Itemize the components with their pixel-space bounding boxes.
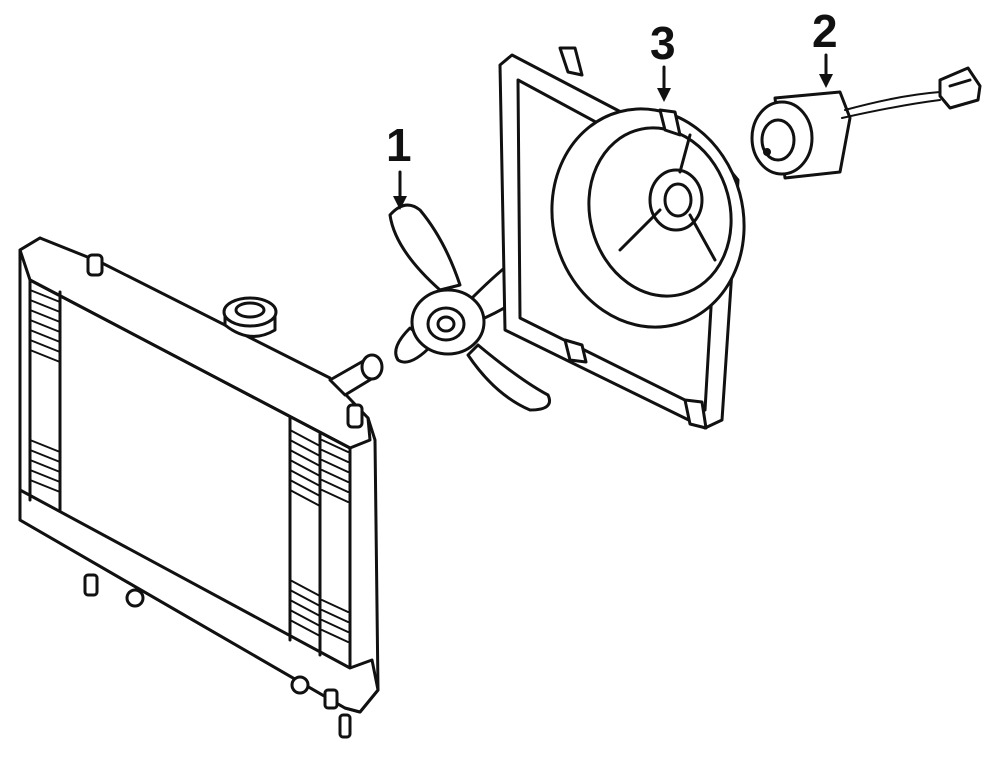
callout-arrows xyxy=(393,53,833,210)
callout-label-2: 2 xyxy=(812,5,838,57)
motor-connector xyxy=(938,66,982,110)
radiator-fins xyxy=(29,289,349,643)
radiator xyxy=(18,236,384,739)
upper-hose-outlet xyxy=(328,353,384,397)
callout-label-3: 3 xyxy=(650,17,676,69)
fan-motor xyxy=(750,66,982,180)
fan-shroud xyxy=(498,46,746,430)
fan-blade xyxy=(388,203,551,412)
callout-label-1: 1 xyxy=(386,119,412,171)
radiator-cap xyxy=(222,296,278,338)
